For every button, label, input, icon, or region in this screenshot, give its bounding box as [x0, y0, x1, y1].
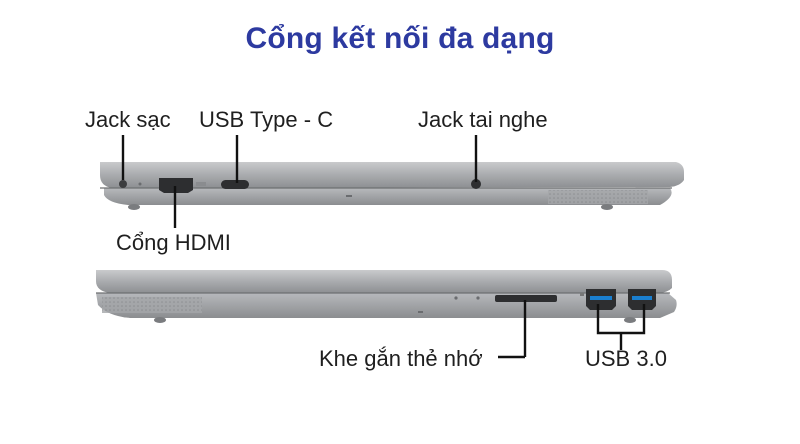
laptop-right-side-view	[96, 270, 677, 323]
label-hdmi-port: Cổng HDMI	[116, 230, 231, 255]
label-card-slot: Khe gắn thẻ nhớ	[319, 346, 483, 371]
hdmi-port-icon	[159, 178, 193, 193]
usb-c-port-icon	[221, 180, 249, 189]
page-title: Cổng kết nối đa dạng	[245, 22, 555, 55]
headphone-port-icon	[471, 179, 481, 189]
label-usb-type-c: USB Type - C	[199, 107, 334, 132]
laptop-left-side-view	[100, 162, 684, 210]
callout-lines	[121, 135, 646, 359]
charge-port-icon	[119, 180, 127, 188]
label-headphone-jack: Jack tai nghe	[418, 107, 548, 132]
label-charge-jack: Jack sạc	[85, 107, 171, 132]
card-slot-icon	[495, 295, 557, 302]
label-usb-30: USB 3.0	[585, 346, 667, 371]
